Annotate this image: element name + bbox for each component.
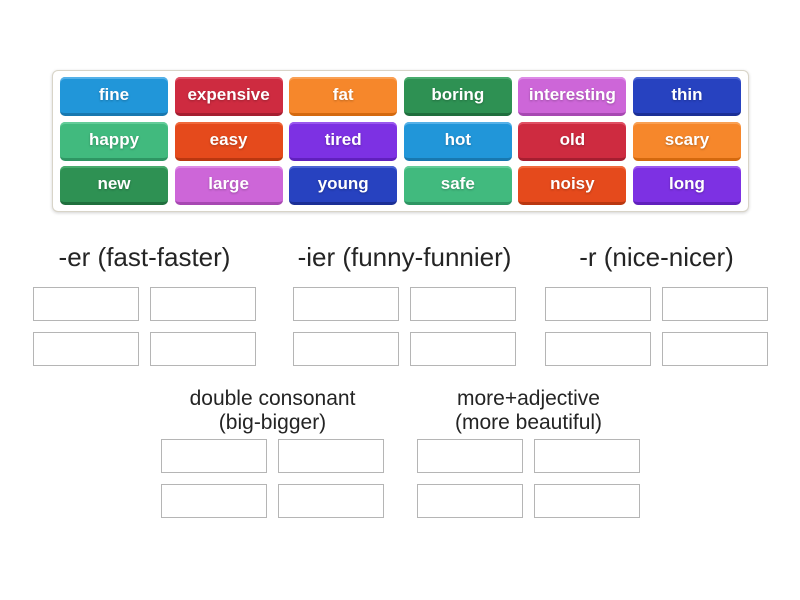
word-tile[interactable]: large (174, 166, 283, 205)
group-title-line2: (more beautiful) (454, 411, 603, 434)
word-tile[interactable]: scary (632, 121, 741, 161)
answer-slot[interactable] (534, 439, 640, 473)
group-title: -er (fast-faster) (58, 242, 231, 272)
answer-slot[interactable] (293, 287, 399, 321)
word-tile[interactable]: safe (403, 166, 512, 205)
answer-slot[interactable] (662, 332, 768, 366)
group-title: -r (nice-nicer) (579, 242, 734, 272)
word-tile[interactable]: easy (174, 121, 283, 161)
answer-slot[interactable] (534, 484, 640, 518)
answer-slot[interactable] (161, 484, 267, 518)
slot-grid (417, 439, 640, 518)
group-title: more+adjective (457, 387, 600, 410)
word-tile[interactable]: expensive (174, 77, 283, 116)
word-tile[interactable]: happy (60, 121, 168, 161)
group-title: double consonant (189, 387, 356, 410)
category-group-ier: -ier (funny-funnier) (292, 241, 517, 366)
group-title: -ier (funny-funnier) (297, 242, 512, 272)
answer-slot[interactable] (150, 332, 256, 366)
word-tile[interactable]: interesting (518, 77, 627, 116)
word-tile[interactable]: old (518, 121, 627, 161)
answer-slot[interactable] (662, 287, 768, 321)
answer-slot[interactable] (417, 484, 523, 518)
word-tile[interactable]: fine (60, 77, 168, 116)
word-tile[interactable]: thin (632, 77, 741, 116)
answer-slot[interactable] (33, 332, 139, 366)
word-tile[interactable]: tired (289, 121, 398, 161)
group-title-line2: (big-bigger) (218, 411, 327, 434)
category-group-r: -r (nice-nicer) (544, 241, 769, 366)
slot-grid (293, 287, 516, 366)
word-tile[interactable]: noisy (518, 166, 627, 205)
category-group-double-consonant: double consonant (big-bigger) (161, 387, 384, 518)
word-tray: fine expensive fat boring interesting th… (52, 70, 749, 212)
word-tile[interactable]: hot (403, 121, 512, 161)
slot-grid (161, 439, 384, 518)
answer-slot[interactable] (278, 484, 384, 518)
answer-slot[interactable] (410, 332, 516, 366)
answer-slot[interactable] (545, 332, 651, 366)
answer-slot[interactable] (545, 287, 651, 321)
slot-grid (33, 287, 256, 366)
word-tile[interactable]: new (60, 166, 168, 205)
answer-slot[interactable] (33, 287, 139, 321)
word-tile[interactable]: boring (403, 77, 512, 116)
category-group-er: -er (fast-faster) (32, 241, 257, 366)
answer-slot[interactable] (161, 439, 267, 473)
word-tile[interactable]: fat (289, 77, 398, 116)
answer-slot[interactable] (278, 439, 384, 473)
answer-slot[interactable] (410, 287, 516, 321)
slot-grid (545, 287, 768, 366)
answer-slot[interactable] (150, 287, 256, 321)
word-tile[interactable]: long (632, 166, 741, 205)
answer-slot[interactable] (293, 332, 399, 366)
word-tile[interactable]: young (289, 166, 398, 205)
answer-slot[interactable] (417, 439, 523, 473)
category-group-more-adjective: more+adjective (more beautiful) (417, 387, 640, 518)
